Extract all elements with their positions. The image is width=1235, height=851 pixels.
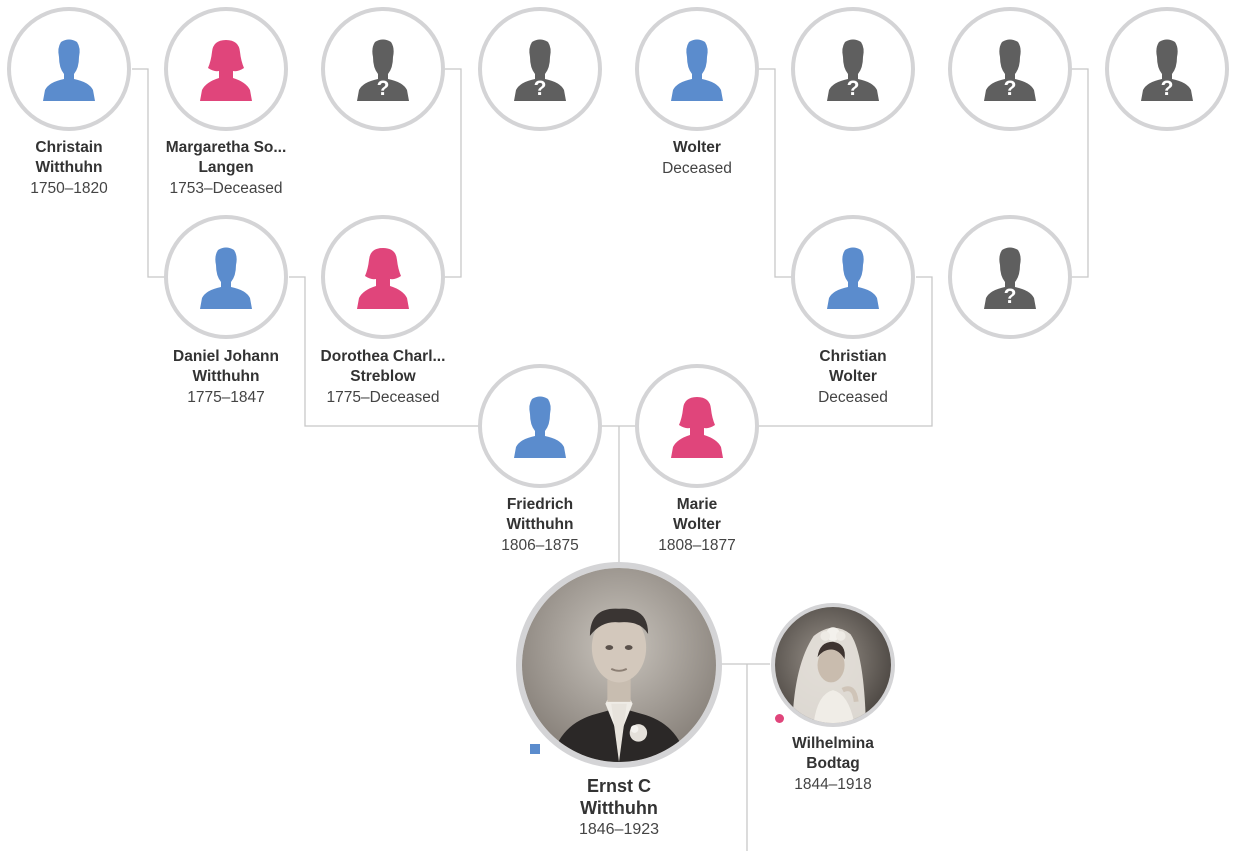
person-label-marie-wolter: Marie Wolter 1808–1877 [612,495,782,556]
person-name-line2: Langen [198,159,254,176]
person-node-unknown-5[interactable]: ? [1105,7,1229,131]
person-name-line1: Ernst C [586,776,651,796]
person-node-wolter[interactable] [635,7,759,131]
person-node-wilhelmina-bodtag[interactable] [771,603,895,727]
person-node-unknown-6[interactable]: ? [948,215,1072,339]
svg-text:?: ? [1004,77,1017,100]
person-name-line2: Wolter [673,516,721,533]
person-node-unknown-3[interactable]: ? [791,7,915,131]
person-label-daniel-johann-witthuhn: Daniel Johann Witthuhn 1775–1847 [141,347,311,408]
person-node-margaretha-langen[interactable] [164,7,288,131]
person-node-ernst-c-witthuhn[interactable] [516,562,722,768]
person-name-line2: Witthuhn [506,516,574,533]
person-name-line2: Streblow [350,368,416,385]
person-name-line1: Friedrich [506,496,574,513]
person-name-line1: Marie [676,496,718,513]
person-node-unknown-1[interactable]: ? [321,7,445,131]
person-label-christian-wolter: Christian Wolter Deceased [768,347,938,408]
person-dates: 1844–1918 [794,776,872,793]
person-dates: Deceased [818,389,888,406]
person-node-dorothea-streblow[interactable] [321,215,445,339]
unknown-person-icon: ? [984,247,1036,309]
portrait-photo [775,607,891,723]
person-dates: 1808–1877 [658,537,736,554]
person-name-line1: Margaretha So... [165,139,287,156]
person-dates: 1846–1923 [578,821,660,838]
male-silhouette-icon [200,247,252,309]
male-silhouette-icon [671,39,723,101]
male-silhouette-icon [827,247,879,309]
female-silhouette-icon [357,248,409,309]
svg-text:?: ? [377,77,390,100]
person-name-line1: Wolter [673,139,721,156]
svg-text:?: ? [847,77,860,100]
person-label-friedrich-witthuhn: Friedrich Witthuhn 1806–1875 [455,495,625,556]
male-silhouette-icon [514,396,566,458]
unknown-person-icon: ? [1141,39,1193,101]
person-label-dorothea-streblow: Dorothea Charl... Streblow 1775–Deceased [298,347,468,408]
person-label-christain-witthuhn: Christain Witthuhn 1750–1820 [0,138,154,199]
person-dates: 1806–1875 [501,537,579,554]
svg-text:?: ? [1004,285,1017,308]
male-marker [530,744,540,754]
person-label-wolter: Wolter Deceased [612,138,782,179]
person-name-line1: Wilhelmina [792,735,874,752]
person-dates: 1753–Deceased [169,180,283,197]
female-silhouette-icon [671,397,723,458]
svg-text:?: ? [1161,77,1174,100]
person-node-unknown-2[interactable]: ? [478,7,602,131]
unknown-person-icon: ? [514,39,566,101]
person-name-line1: Christain [35,139,103,156]
person-label-margaretha-langen: Margaretha So... Langen 1753–Deceased [141,138,311,199]
unknown-person-icon: ? [827,39,879,101]
person-name-line2: Witthuhn [35,159,103,176]
person-node-daniel-johann-witthuhn[interactable] [164,215,288,339]
person-label-wilhelmina-bodtag: Wilhelmina Bodtag 1844–1918 [748,734,918,795]
portrait-photo [522,568,716,762]
person-dates: 1750–1820 [30,180,108,197]
person-name-line2: Witthuhn [192,368,260,385]
person-label-ernst-c-witthuhn: Ernst C Witthuhn 1846–1923 [519,775,719,840]
person-node-christain-witthuhn[interactable] [7,7,131,131]
person-node-christian-wolter[interactable] [791,215,915,339]
unknown-person-icon: ? [984,39,1036,101]
male-silhouette-icon [43,39,95,101]
person-node-marie-wolter[interactable] [635,364,759,488]
person-node-unknown-4[interactable]: ? [948,7,1072,131]
person-dates: 1775–Deceased [326,389,440,406]
person-name-line2: Bodtag [806,755,860,772]
person-node-friedrich-witthuhn[interactable] [478,364,602,488]
person-name-line2: Witthuhn [580,798,658,818]
person-name-line2: Wolter [829,368,877,385]
female-marker [775,714,784,723]
person-name-line1: Daniel Johann [173,348,279,365]
person-dates: Deceased [662,160,732,177]
person-name-line1: Christian [819,348,887,365]
svg-text:?: ? [534,77,547,100]
unknown-person-icon: ? [357,39,409,101]
person-dates: 1775–1847 [187,389,265,406]
female-silhouette-icon [200,40,252,101]
person-name-line1: Dorothea Charl... [320,348,446,365]
